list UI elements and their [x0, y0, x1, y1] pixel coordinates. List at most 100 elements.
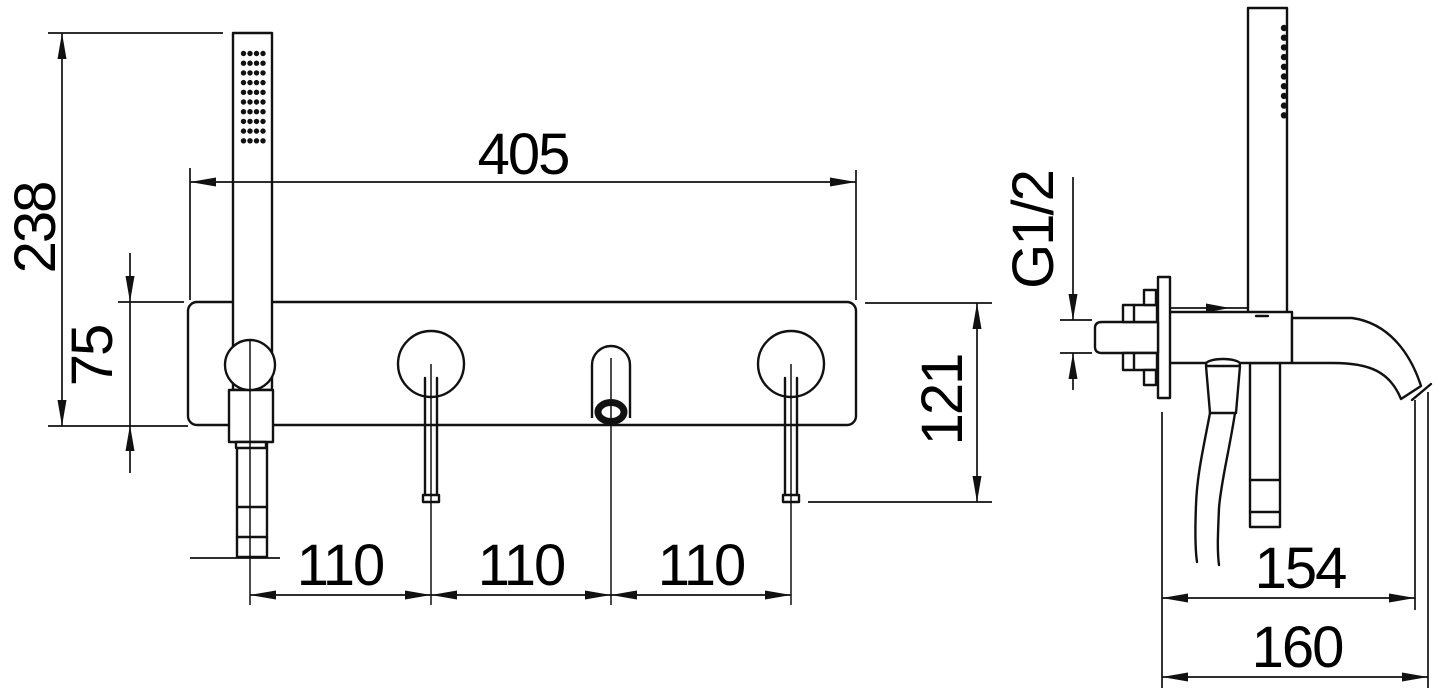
- spray-dot: [1280, 34, 1288, 41]
- dim-110-arrow-5: [611, 590, 637, 600]
- spray-dot: [1280, 83, 1288, 90]
- front-view: 405 238 75 121: [3, 31, 992, 605]
- spray-dot: [253, 128, 260, 134]
- spray-dot: [247, 128, 253, 134]
- spray-dot: [247, 79, 253, 86]
- side-shower-dots: [1280, 24, 1288, 119]
- body-connector-arrow: [1206, 303, 1230, 313]
- spray-dot: [240, 118, 247, 125]
- spray-dot: [1280, 92, 1288, 100]
- hand-shower-bar-front: [231, 31, 274, 392]
- spray-dot: [247, 109, 253, 115]
- dim-160-arrow-right: [1402, 672, 1428, 682]
- spray-dot: [240, 89, 247, 96]
- side-view: G1/2 154 160: [1001, 6, 1433, 688]
- spray-dot: [247, 89, 253, 96]
- spray-dot: [260, 79, 266, 86]
- inlet-pipe: [1093, 320, 1160, 355]
- spray-dot: [253, 70, 260, 76]
- dim-405-arrow-left: [190, 177, 216, 187]
- spray-dot: [260, 109, 266, 115]
- spray-dot: [1280, 112, 1288, 119]
- spray-dot: [260, 60, 266, 66]
- dim-110-arrow-4: [585, 590, 611, 600]
- spray-dot: [240, 128, 247, 134]
- spray-dot: [247, 118, 253, 125]
- spray-dot: [253, 50, 260, 57]
- dim-121-arrow-top: [972, 303, 982, 329]
- dim-spacing-chain: 110 110 110: [250, 533, 791, 600]
- shower-hose: [1194, 411, 1237, 567]
- spray-dot: [1280, 24, 1288, 32]
- hand-shower-bar-side: [1246, 6, 1289, 317]
- dim-plate-height: 75: [60, 253, 184, 473]
- dim-110-arrow-1: [250, 590, 276, 600]
- dim-121-label: 121: [910, 355, 975, 446]
- spray-dot: [247, 50, 253, 57]
- dim-238-arrow-bottom: [57, 400, 67, 426]
- dim-238-arrow-top: [57, 33, 67, 59]
- hand-shower-bracket-step: [234, 440, 268, 450]
- wall-plate-side: [1156, 275, 1172, 400]
- dim-110-label-3: 110: [658, 533, 744, 598]
- dim-g12-arrow-bottom: [1068, 353, 1078, 379]
- spray-dot: [1280, 44, 1288, 51]
- mounting-nut-bottom: [1121, 351, 1159, 372]
- dim-g12-arrow-top: [1068, 294, 1078, 320]
- spray-dot: [247, 60, 253, 66]
- dim-plate-width: 405: [189, 122, 857, 300]
- spray-dot: [240, 109, 247, 115]
- dim-110-label-1: 110: [297, 533, 383, 598]
- dim-thread: G1/2: [1001, 171, 1092, 390]
- spray-dot: [240, 138, 247, 144]
- dim-spout-reach: 154: [1161, 392, 1429, 688]
- dim-121-arrow-bottom: [972, 476, 982, 502]
- spray-dot: [253, 138, 260, 144]
- mounting-nut-top-tab: [1142, 288, 1158, 307]
- spray-dot: [253, 109, 260, 115]
- spray-dot: [253, 118, 260, 125]
- spray-dot: [253, 60, 260, 66]
- dim-110-label-2: 110: [478, 533, 564, 598]
- spray-dot: [240, 70, 247, 76]
- dim-110-arrow-3: [431, 590, 457, 600]
- dim-238-label: 238: [3, 183, 68, 274]
- dim-160-arrow-left: [1162, 672, 1188, 682]
- spout-side: [1290, 316, 1423, 401]
- spray-dot: [260, 99, 266, 105]
- dim-g12-ticks: [1060, 319, 1092, 354]
- dim-75-arrow-top: [125, 276, 135, 302]
- spray-dot: [260, 118, 266, 125]
- dim-75-label: 75: [60, 326, 125, 387]
- spray-dot: [247, 138, 253, 144]
- spray-dot: [240, 99, 247, 105]
- dim-110-arrow-6: [765, 590, 791, 600]
- dim-121-ticks: [808, 302, 992, 503]
- spray-dot: [240, 79, 247, 86]
- spray-dot: [260, 138, 266, 144]
- hand-shower-handle-segments: [235, 505, 269, 539]
- dim-154-arrow-left: [1162, 593, 1188, 603]
- dim-drop-below-plate: 121: [808, 302, 992, 503]
- dim-160-label: 160: [1252, 615, 1343, 680]
- dim-154-160-extension-lines: [1161, 392, 1429, 688]
- spray-dot: [253, 89, 260, 96]
- spray-dot: [260, 50, 266, 57]
- spray-dot: [247, 99, 253, 105]
- spray-dot: [1280, 53, 1288, 61]
- spout-tip-line: [1410, 382, 1433, 402]
- spray-dot: [260, 70, 266, 76]
- supply-tube-side: [1248, 361, 1282, 529]
- holder-cone: [1204, 364, 1242, 415]
- dim-75-arrow-bottom: [125, 425, 135, 451]
- spray-dot: [260, 89, 266, 96]
- spray-dot: [253, 79, 260, 86]
- front-shower-dots: [240, 50, 266, 144]
- dim-405-arrow-right: [830, 177, 856, 187]
- handle-left-lever: [423, 376, 439, 497]
- dim-405-label: 405: [478, 122, 569, 187]
- handle-right-lever: [783, 376, 799, 497]
- hand-shower-bracket: [227, 388, 275, 444]
- spray-dot: [253, 99, 260, 105]
